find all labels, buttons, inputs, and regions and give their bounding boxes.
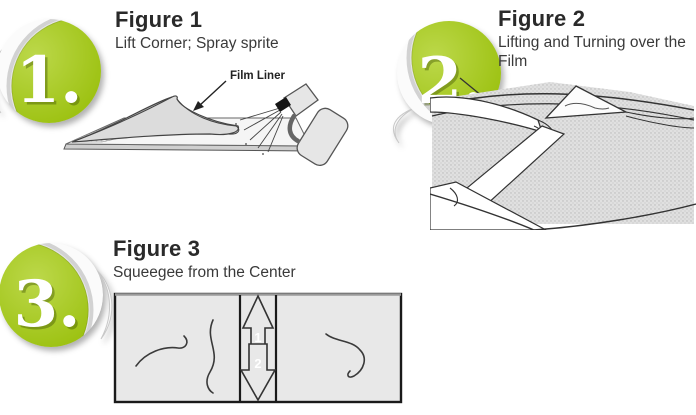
peel-flap [393, 106, 418, 144]
sticker-face [11, 19, 101, 123]
trigger [287, 113, 301, 144]
peel-flap [94, 268, 113, 340]
svg-text:3.: 3. [16, 270, 83, 345]
down-arrow [239, 343, 277, 402]
step-3-title: Figure 3 [113, 236, 201, 261]
step-1-illustration: Film Liner [63, 70, 349, 167]
spray-bottle [275, 83, 349, 167]
peel-flap [0, 46, 6, 114]
step-3-illustration: 1 2 [113, 292, 403, 404]
film-liner-label: Film Liner [230, 70, 285, 82]
step-2-subtitle: Lifting and Turning over the Film [498, 34, 686, 70]
sticker-face [411, 21, 501, 125]
step-3-number: 3. [14, 267, 81, 342]
flipped-film-corner [544, 85, 629, 119]
sticker-face [0, 243, 89, 347]
step-1-number: 1. [16, 43, 83, 118]
step-3-subtitle: Squeegee from the Center [113, 264, 296, 282]
step-3-text: Figure 3 Squeegee from the Center [113, 236, 363, 283]
spray-mist [235, 107, 284, 155]
step-2-illustration [430, 77, 696, 230]
step-3-badge: 3. 3. [0, 243, 113, 347]
step-2-title: Figure 2 [498, 6, 586, 31]
film-liner-shape [71, 95, 240, 143]
squeegee-strokes [135, 319, 366, 394]
step-2-badge: 2. 2. [393, 21, 501, 144]
nozzle [275, 97, 291, 112]
step-1-text: Figure 1 Lift Corner; Spray sprite [115, 7, 345, 54]
lower-hand [430, 181, 547, 230]
callout-arrow-line [198, 80, 227, 107]
step-1-title: Figure 1 [115, 7, 203, 32]
step-1-badge: 1. 1. [0, 19, 101, 123]
step-2-text: Figure 2 Lifting and Turning over the Fi… [498, 6, 688, 71]
svg-text:1.: 1. [18, 46, 85, 121]
up-arrow-label: 1 [254, 330, 261, 345]
down-arrow-label: 2 [254, 356, 261, 371]
callout-arrow-head [193, 101, 204, 111]
step-1-subtitle: Lift Corner; Spray sprite [115, 35, 279, 53]
